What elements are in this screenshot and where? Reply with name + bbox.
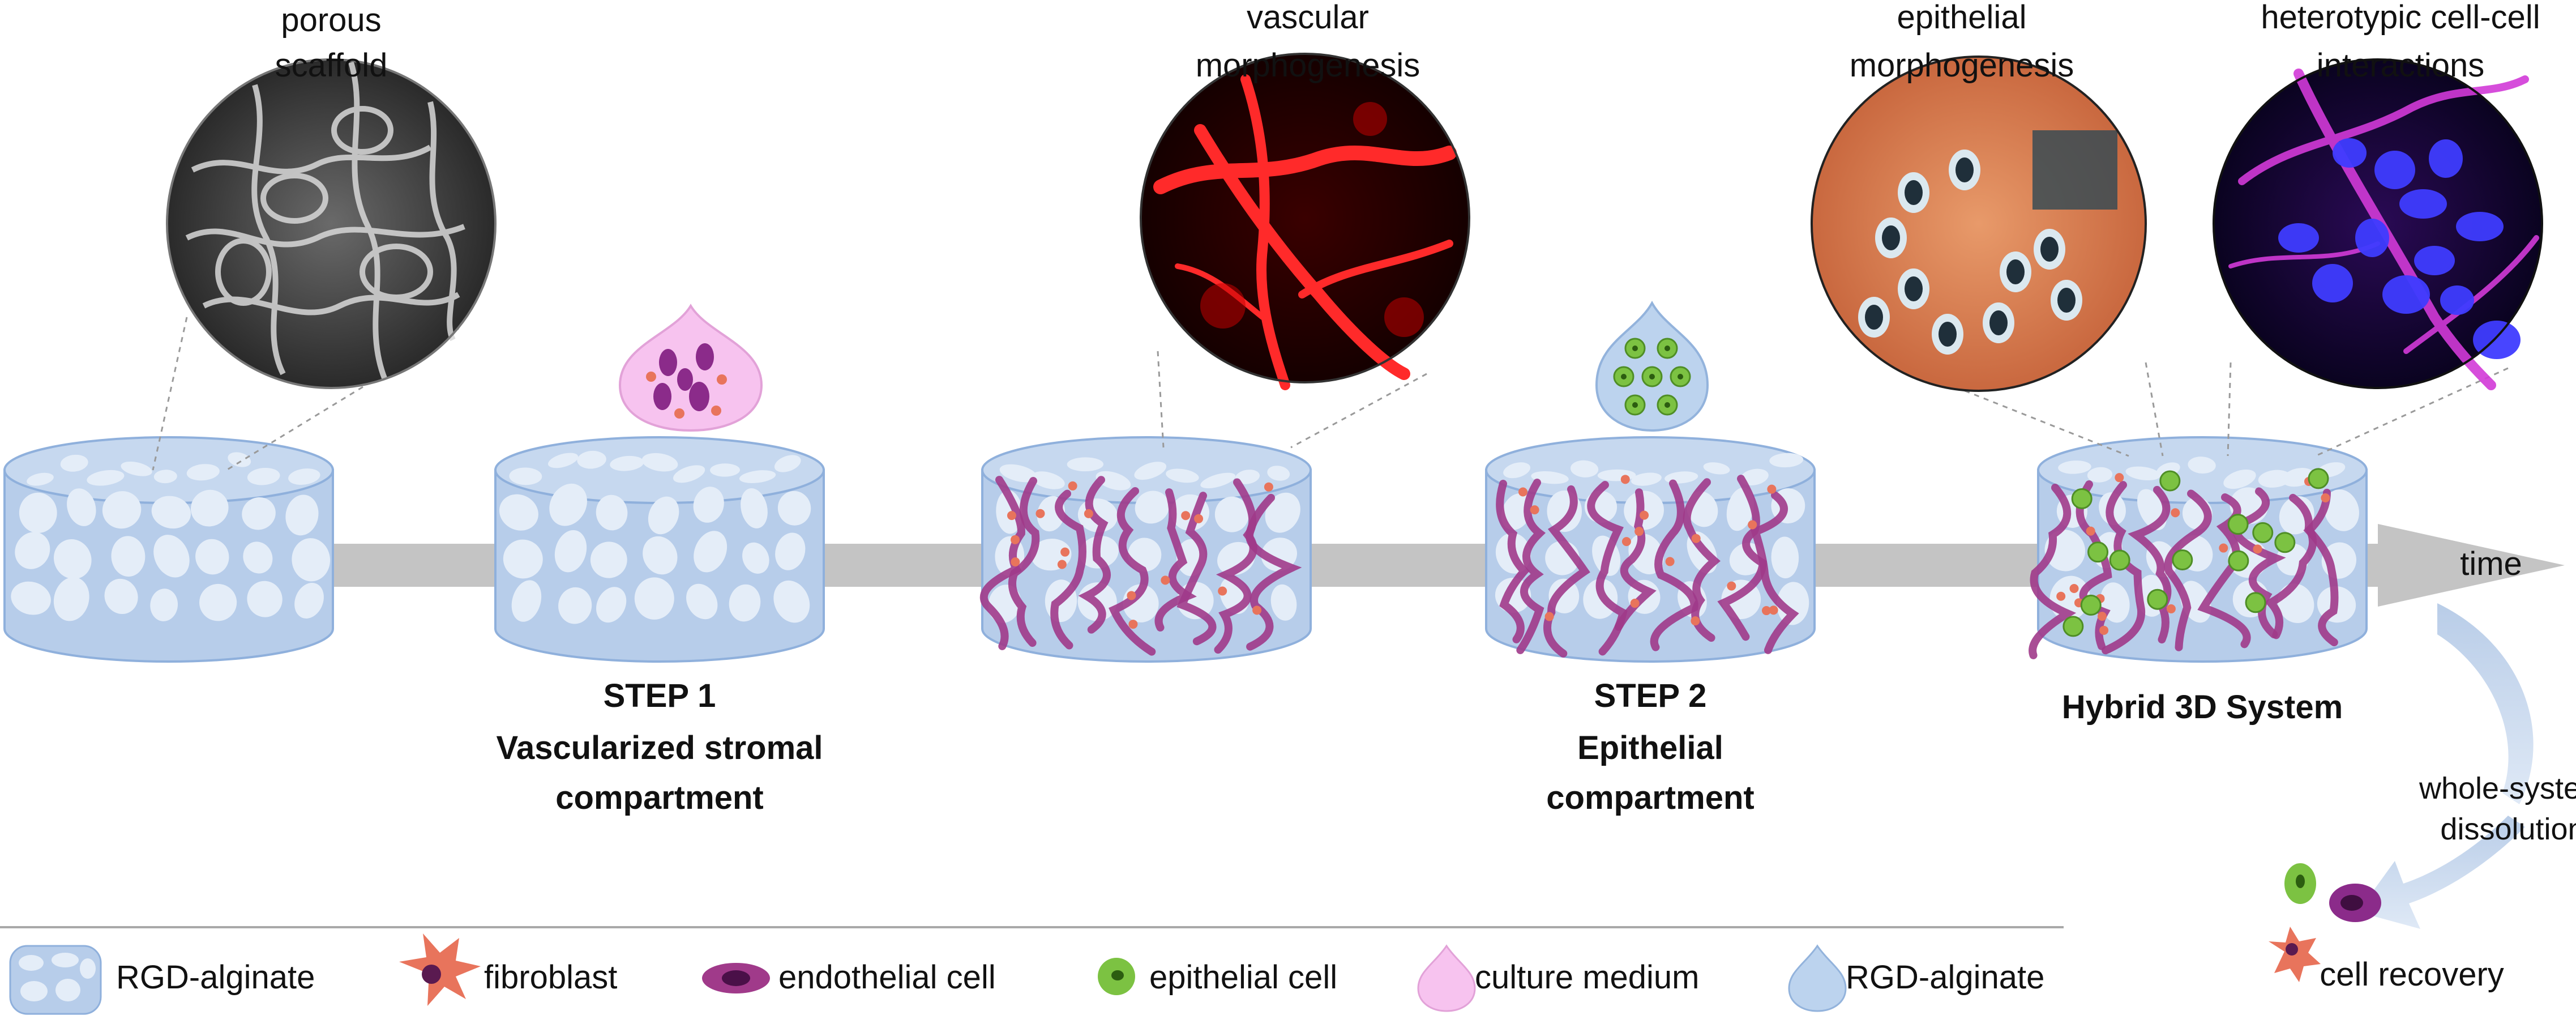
legend: RGD-alginate fibroblast endothelial cell…: [9, 933, 2044, 1015]
legend-label-endothelial: endothelial cell: [778, 959, 996, 996]
label-cell-recovery: cell recovery: [2320, 956, 2504, 993]
legend-scaffold-icon: [9, 945, 102, 1015]
label-vascular: vascular: [1247, 0, 1369, 36]
vascular-micrograph: [1140, 53, 1470, 390]
label-epithelial: epithelial: [1897, 0, 2027, 36]
step2-line2: Epithelial: [1577, 730, 1723, 766]
sem-scaffold-micrograph: [166, 58, 497, 389]
label-scaffold: scaffold: [275, 47, 388, 84]
epithelial-cell-icon: [1098, 958, 1135, 995]
rgd-alginate-drop-icon: [1788, 944, 1847, 1012]
heterotypic-micrograph: [2213, 58, 2543, 390]
culture-medium-legend-icon: [1417, 944, 1476, 1012]
recovered-cells: [2269, 863, 2381, 982]
label-heterotypic: heterotypic cell-cell: [2261, 0, 2540, 36]
epithelial-micrograph: [1811, 56, 2147, 392]
label-epithelial-morphogenesis: morphogenesis: [1850, 47, 2074, 84]
label-porous: porous: [281, 2, 381, 39]
dissolution-arrow: [2358, 603, 2534, 929]
label-dissolution: dissolution: [2440, 812, 2576, 846]
scaffold-step1: [494, 436, 825, 663]
culture-medium-drop-icon: [618, 304, 763, 432]
step2-title: STEP 2: [1594, 677, 1707, 714]
label-whole-system: whole-system: [2419, 771, 2576, 805]
scaffold-vascularized: [979, 436, 1312, 663]
epithelial-alginate-drop-icon: [1595, 300, 1709, 432]
legend-label-epithelial: epithelial cell: [1149, 959, 1337, 996]
endothelial-cell-icon: [702, 963, 770, 993]
legend-label-fibroblast: fibroblast: [484, 959, 617, 996]
step1-title: STEP 1: [604, 677, 716, 714]
time-label: time: [2460, 545, 2522, 582]
label-vascular-morphogenesis: morphogenesis: [1196, 47, 1420, 84]
scaffold-hybrid: [2029, 436, 2368, 663]
scaffold-step2: [1485, 436, 1816, 663]
step1-line2: Vascularized stromal: [496, 730, 823, 766]
label-interactions: interactions: [2317, 47, 2485, 84]
scaffold-empty: [3, 436, 334, 663]
fibroblast-icon: [399, 933, 481, 1006]
step2-line3: compartment: [1546, 779, 1754, 816]
legend-label-culture-medium: culture medium: [1475, 959, 1699, 996]
step1-line3: compartment: [555, 779, 763, 816]
hybrid-title: Hybrid 3D System: [2062, 689, 2343, 726]
legend-label-rgd-alginate-drop: RGD-alginate: [1846, 959, 2044, 996]
legend-label-rgd-alginate: RGD-alginate: [116, 959, 315, 996]
